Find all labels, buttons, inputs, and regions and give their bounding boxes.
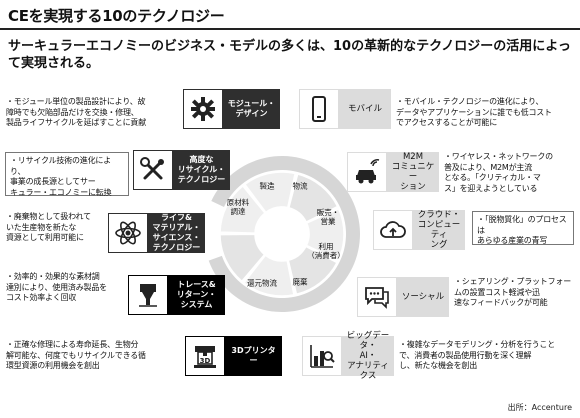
wheel-label-sales: 販売・ 営業 — [316, 208, 340, 226]
svg-text:3D: 3D — [200, 357, 211, 365]
tile-modular-design: モジュール・ デザイン — [183, 89, 280, 129]
mobile-icon — [299, 89, 339, 129]
tile-mobile: モバイル — [299, 89, 391, 129]
tile-3d-printer: 3D 3Dプリンター — [185, 336, 282, 376]
desc-3d-printer: ・正確な修理による寿命延長、生物分 解可能な、何度でもリサイクルできる循 環型資… — [6, 340, 146, 370]
desc-life-material-science: ・廃棄物として扱われて いた生産物を新たな 資源として利用可能に — [6, 212, 91, 242]
analytics-icon — [302, 336, 342, 376]
tile-social: ソーシャル — [357, 277, 449, 317]
tile-cloud: クラウド・ コンピューティ ング — [373, 210, 465, 250]
tile-label: ソーシャル — [401, 292, 445, 302]
tile-label: トレース& リターン・ システム — [176, 280, 217, 309]
desc-social: ・シェアリング・プラットフォー ムの設置コスト軽減や迅 速なフィードバックが可能 — [454, 277, 571, 307]
desc-m2m: ・ワイヤレス・ネットワークの 普及により、M2Mが主流 となる。「クリティカル・… — [444, 152, 553, 193]
tile-label: クラウド・ コンピューティ ング — [417, 210, 461, 250]
tile-trace-return: トレース& リターン・ システム — [128, 275, 225, 315]
desc-mobile: ・モバイル・テクノロジーの進化により、 データやアプリケーションに誰でも低コスト… — [396, 97, 552, 127]
desc-cloud: ・「脱物質化」のプロセスは あらゆる産業の青写 — [472, 211, 574, 245]
wheel-segment — [219, 184, 266, 234]
wheel-segment — [242, 254, 295, 297]
wheel-label-raw-materials: 原材料 調達 — [226, 198, 250, 216]
tile-label: ビッグデータ・ AI・ アナリティクス — [346, 331, 390, 381]
atom-icon — [108, 213, 148, 253]
page-title: CEを実現する10のテクノロジー — [8, 7, 225, 25]
desc-big-data-ai: ・複雑なデータモデリング・分析を行うこと で、消費者の製品使用行動を深く理解 し… — [399, 340, 555, 370]
wheel-label-manufacturing: 製造 — [259, 181, 275, 191]
tile-label: M2M コミュニケー ション — [391, 152, 435, 192]
cloud-icon — [373, 210, 413, 250]
tile-label: モバイル — [347, 104, 382, 114]
tile-advanced-recycling: 高度な リサイクル・ テクノロジー — [133, 150, 230, 190]
tile-label: モジュール・ デザイン — [227, 99, 276, 118]
wheel-segment — [287, 173, 339, 224]
wheel-label-consumer-use: 利用 （消費者） — [307, 242, 345, 260]
wheel-label-disposal: 廃棄 — [292, 277, 308, 287]
source-credit: 出所：Accenture — [507, 403, 572, 412]
desc-trace-return: ・効率的・効果的な素材調 達別により、使用済み製品を コスト効率よく回収 — [6, 272, 107, 302]
tile-label: 3Dプリンター — [231, 346, 276, 365]
page-subtitle: サーキュラーエコノミーのビジネス・モデルの多くは、10の革新的なテクノロジーの活… — [8, 39, 571, 71]
chat-icon — [357, 277, 397, 317]
tile-label: ライフ& マテリアル・ サイエンス・ テクノロジー — [152, 213, 201, 252]
wheel-segment — [243, 171, 297, 214]
desc-modular-design: ・モジュール単位の製品設計により、故 障時でも欠陥部品だけを交換・修理、 製品ラ… — [6, 97, 146, 127]
title-bar: CEを実現する10のテクノロジー — [0, 0, 580, 30]
wheel-segment — [219, 233, 266, 283]
gear-icon — [183, 89, 223, 129]
tile-life-material-science: ライフ& マテリアル・ サイエンス・ テクノロジー — [108, 213, 205, 253]
tile-m2m: M2M コミュニケー ション — [347, 152, 439, 192]
wheel-label-reverse-logistics: 還元物流 — [247, 278, 277, 288]
wheel-label-logistics: 物流 — [292, 181, 308, 191]
wheel-segment — [305, 207, 345, 262]
tile-label: 高度な リサイクル・ テクノロジー — [177, 155, 226, 184]
tile-big-data-ai: ビッグデータ・ AI・ アナリティクス — [302, 331, 394, 381]
3d-printer-icon: 3D — [185, 336, 225, 376]
wheel-segment — [287, 245, 339, 296]
tools-icon — [133, 150, 173, 190]
car-signal-icon — [347, 152, 387, 192]
wheel-hub — [257, 209, 307, 259]
recycle-tag-icon — [128, 275, 168, 315]
desc-advanced-recycling: ・リサイクル技術の進化により、 事業の成長源としてサー キュラー・エコノミーに転… — [5, 152, 129, 197]
